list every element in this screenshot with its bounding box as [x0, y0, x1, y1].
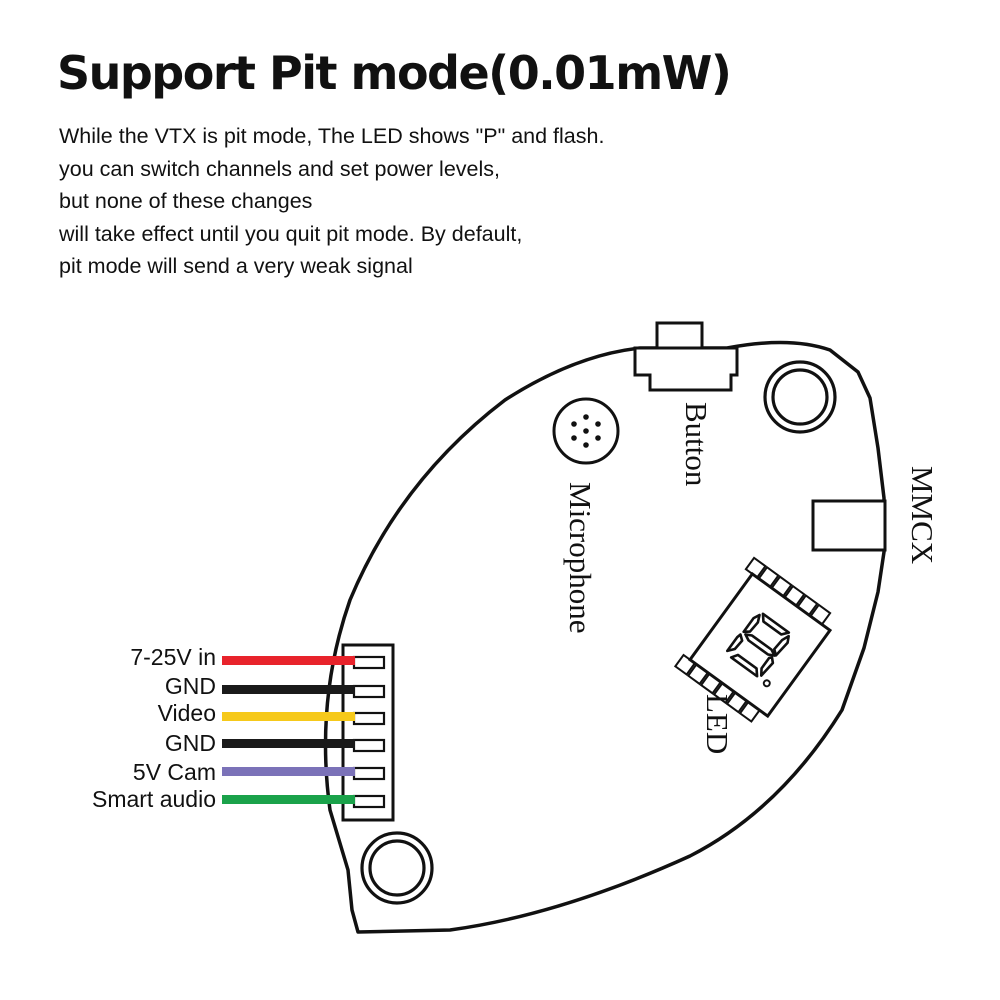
microphone-label: Microphone: [563, 482, 598, 634]
mounting-hole: [360, 831, 434, 905]
push-button-part: [633, 321, 739, 392]
description-line: but none of these changes: [59, 189, 313, 213]
led-label: LED: [700, 694, 735, 754]
wire-label: Smart audio: [92, 786, 216, 812]
page-title: Support Pit mode(0.01mW): [57, 46, 732, 100]
wire-video: [222, 712, 355, 721]
mounting-hole: [763, 360, 837, 434]
wire-label: GND: [165, 730, 216, 756]
mmcx-connector: [811, 499, 887, 552]
wire-smart-audio: [222, 795, 355, 804]
wire-label: Video: [158, 700, 216, 726]
wire-label: 5V Cam: [133, 759, 216, 785]
wire-label: 7-25V in: [130, 644, 216, 670]
button-label: Button: [679, 402, 714, 487]
description-line: While the VTX is pit mode, The LED shows…: [59, 124, 605, 148]
microphone-part: [552, 397, 620, 465]
wire-gnd: [222, 739, 355, 748]
description-line: pit mode will send a very weak signal: [59, 254, 413, 278]
description-line: you can switch channels and set power le…: [59, 156, 500, 181]
wire-gnd: [222, 685, 355, 694]
description-line: will take effect until you quit pit mode…: [59, 221, 523, 246]
mmcx-label: MMCX: [905, 466, 940, 564]
wire-5v-cam: [222, 767, 355, 776]
wire-label: GND: [165, 673, 216, 699]
wire-power-in: [222, 656, 355, 665]
wire-connector: [341, 643, 395, 822]
description: While the VTX is pit mode, The LED shows…: [59, 120, 604, 283]
led-display: [673, 556, 833, 723]
